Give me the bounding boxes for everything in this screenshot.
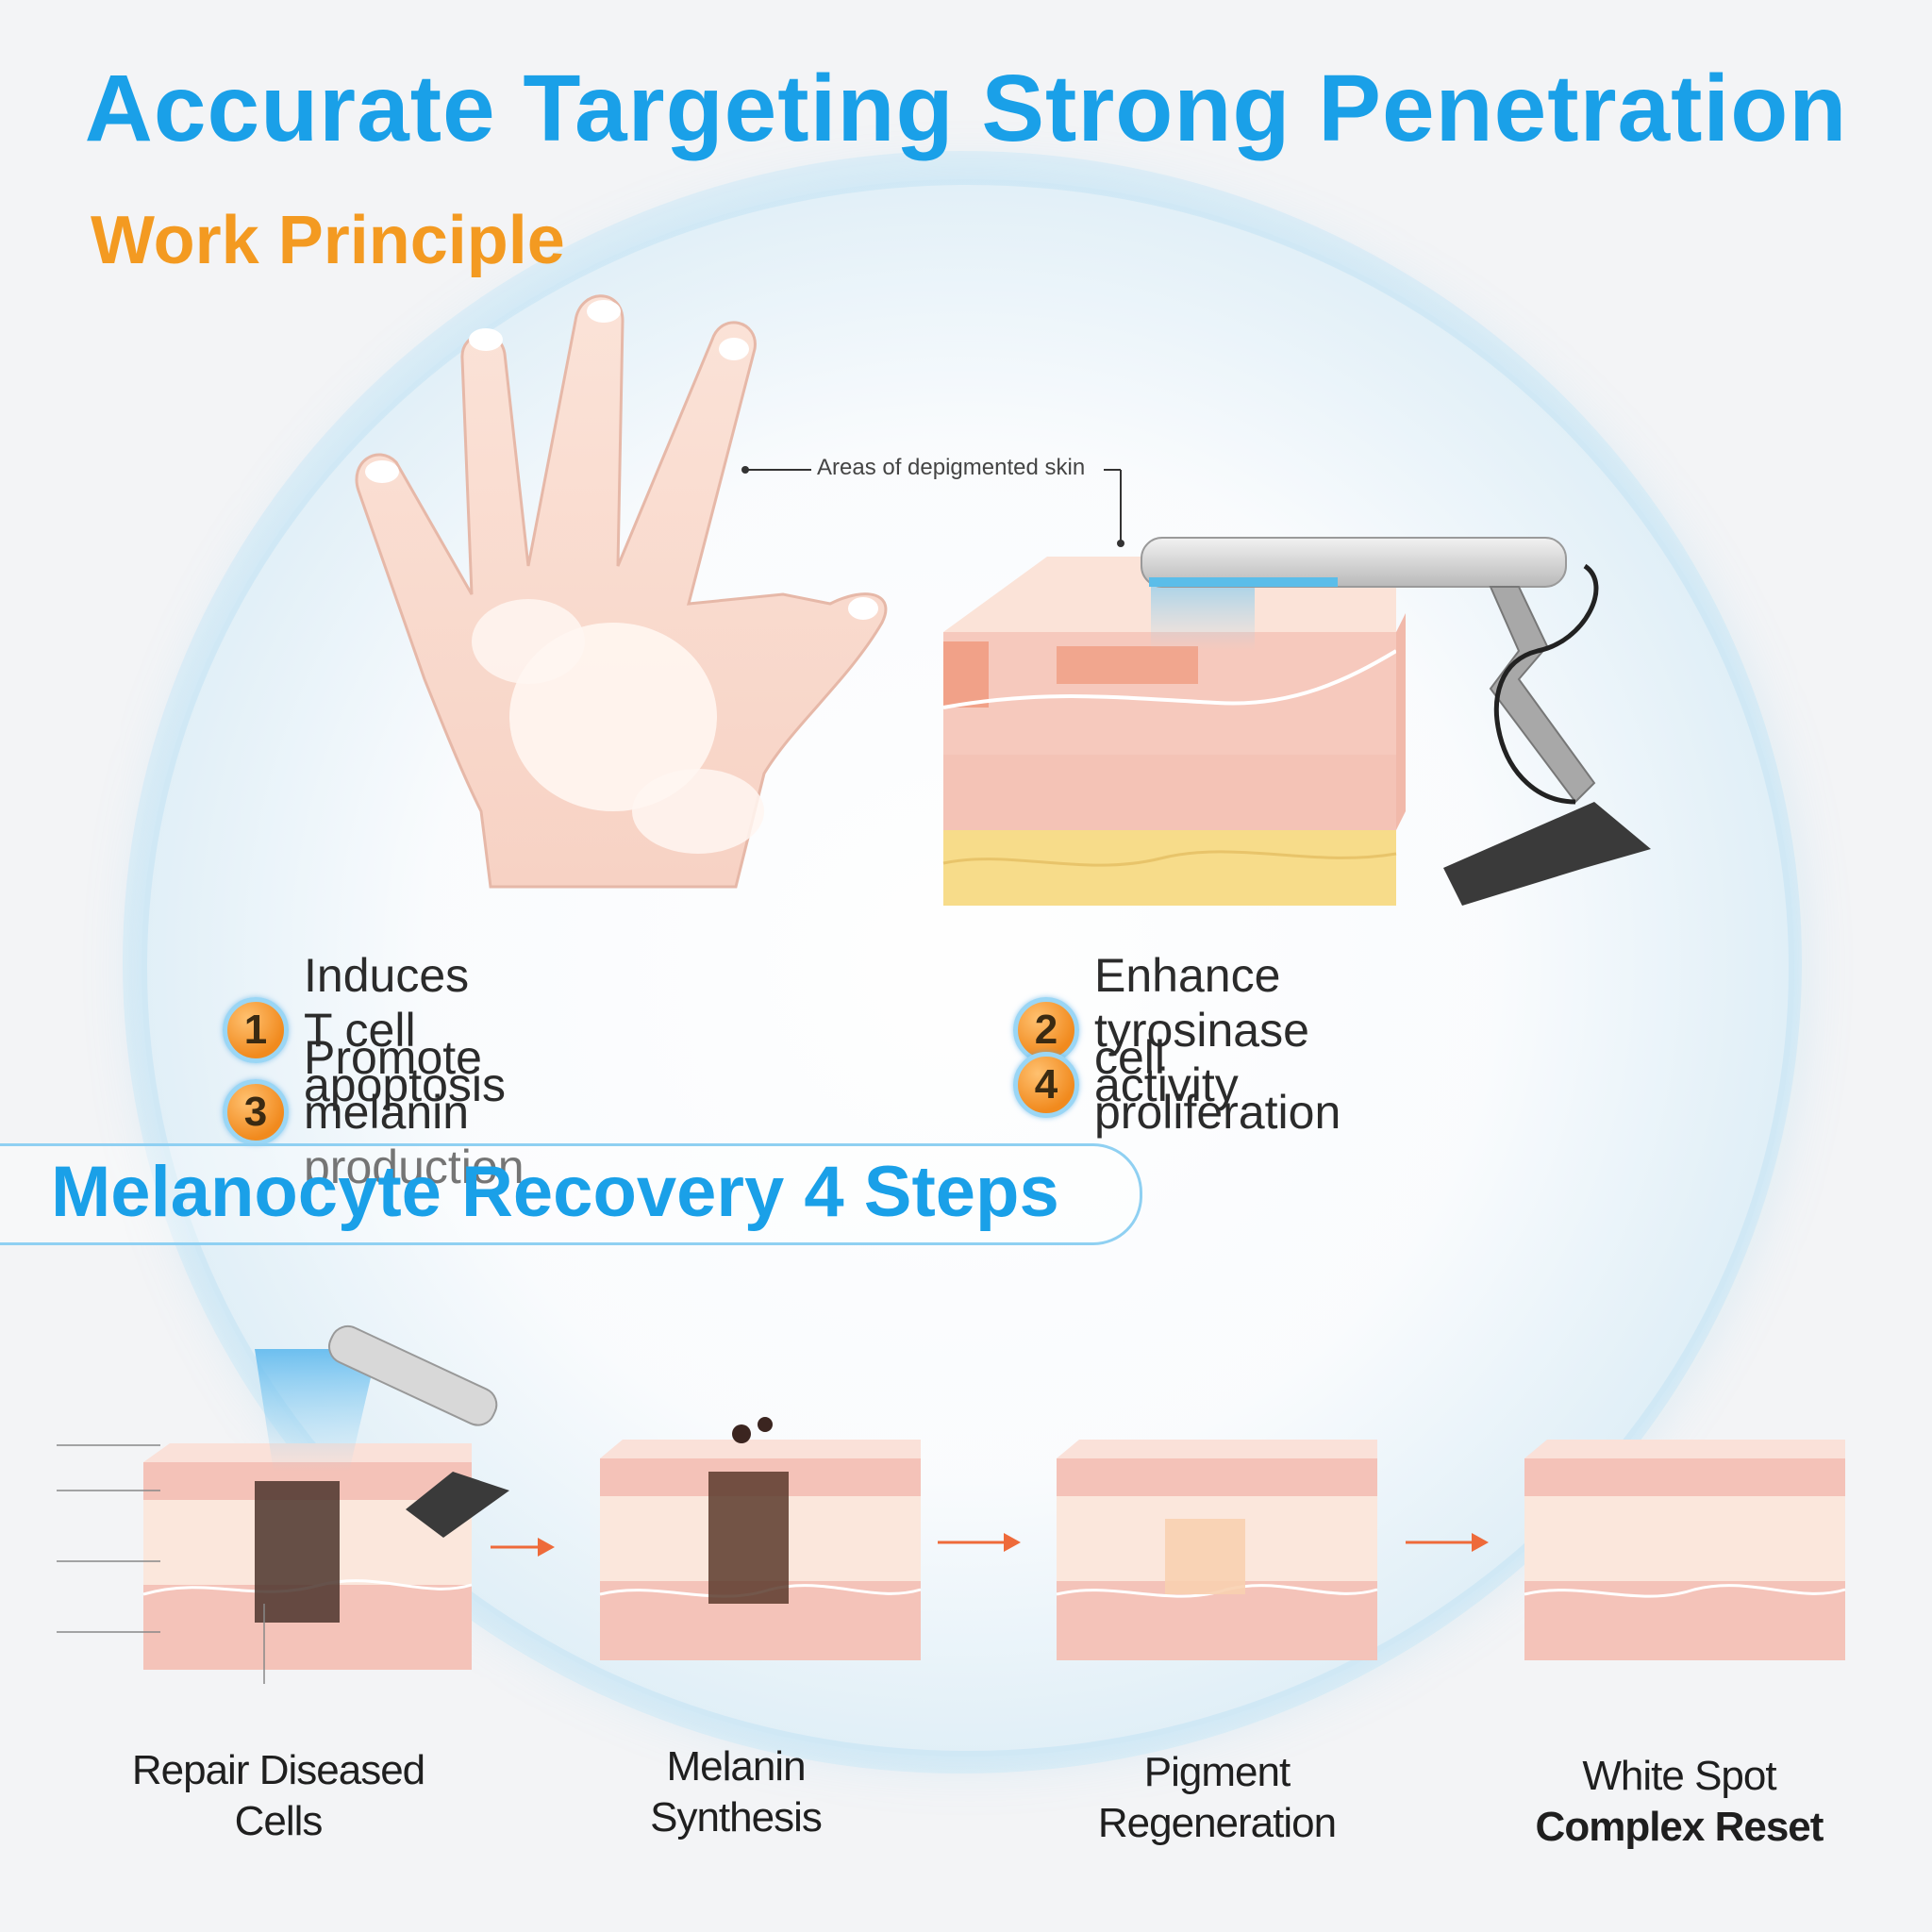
phototherapy-device-head	[1141, 537, 1567, 588]
number-badge: 1	[223, 997, 289, 1063]
melanocyte-cluster	[255, 1481, 340, 1623]
device-head	[328, 1324, 498, 1426]
device-clip	[406, 1472, 509, 1538]
step-caption-3: Pigment Regeneration	[1097, 1749, 1337, 1846]
step-3-illustration	[1056, 1440, 1378, 1660]
depigmented-patch	[472, 599, 585, 684]
depigmented-patch	[632, 769, 764, 854]
hand-illustration	[355, 294, 888, 889]
regenerated-pigment	[1165, 1519, 1245, 1594]
callout-label: Areas of depigmented skin	[817, 455, 1086, 480]
fingernail	[719, 338, 749, 360]
principle-text: Enhance tyrosinase activity	[1094, 949, 1309, 1111]
skin-red-spot	[943, 641, 989, 708]
principle-text: cell proliferation	[1094, 1031, 1341, 1139]
fingernail	[365, 460, 399, 483]
steps-section-title: Melanocyte Recovery 4 Steps	[51, 1152, 1059, 1232]
principle-text: Induces T cell apoptosis	[304, 949, 507, 1111]
step-caption-1: Repair Diseased Cells	[131, 1747, 425, 1844]
device-led-strip	[1149, 577, 1338, 587]
device-clip	[1443, 802, 1651, 906]
skin-dermis	[943, 755, 1396, 830]
background-ring	[142, 179, 1794, 1757]
step-1-illustration	[57, 1324, 509, 1684]
principle-item-3: 3 Promote melanin production	[223, 1030, 525, 1194]
callout-line	[741, 466, 1124, 547]
step-4-illustration	[1524, 1440, 1846, 1660]
hand-shape	[355, 294, 888, 889]
step-caption-4: White Spot Complex Reset	[1535, 1753, 1824, 1850]
skin-red-spot	[1057, 646, 1198, 684]
principle-text: Promote melanin production	[304, 1031, 525, 1193]
fingernail	[848, 597, 878, 620]
page-title: Accurate Targeting Strong Penetration	[84, 56, 1848, 161]
fingernail	[469, 328, 503, 351]
fingernail	[587, 300, 621, 323]
melanin-cells	[708, 1472, 789, 1604]
principle-item-2: 2 Enhance tyrosinase activity	[1013, 948, 1309, 1112]
step-2-illustration	[599, 1417, 922, 1660]
arrow-icon	[1406, 1533, 1489, 1552]
principle-item-4: 4 cell proliferation	[1013, 1030, 1341, 1140]
skin-side-face	[1396, 613, 1406, 830]
steps-banner-frame	[0, 1143, 1142, 1245]
arrow-icon	[491, 1538, 555, 1557]
number-badge: 3	[223, 1079, 289, 1145]
uv-light-beam	[255, 1349, 377, 1472]
device-arm	[1489, 586, 1596, 804]
step-caption-2: Melanin Synthesis	[650, 1743, 823, 1840]
arrow-icon	[938, 1533, 1021, 1552]
skin-fat-layer	[943, 830, 1396, 906]
skin-block-illustration	[942, 537, 1651, 906]
principle-item-1: 1 Induces T cell apoptosis	[223, 948, 506, 1112]
number-badge: 4	[1013, 1052, 1079, 1118]
section-subtitle: Work Principle	[91, 203, 565, 278]
